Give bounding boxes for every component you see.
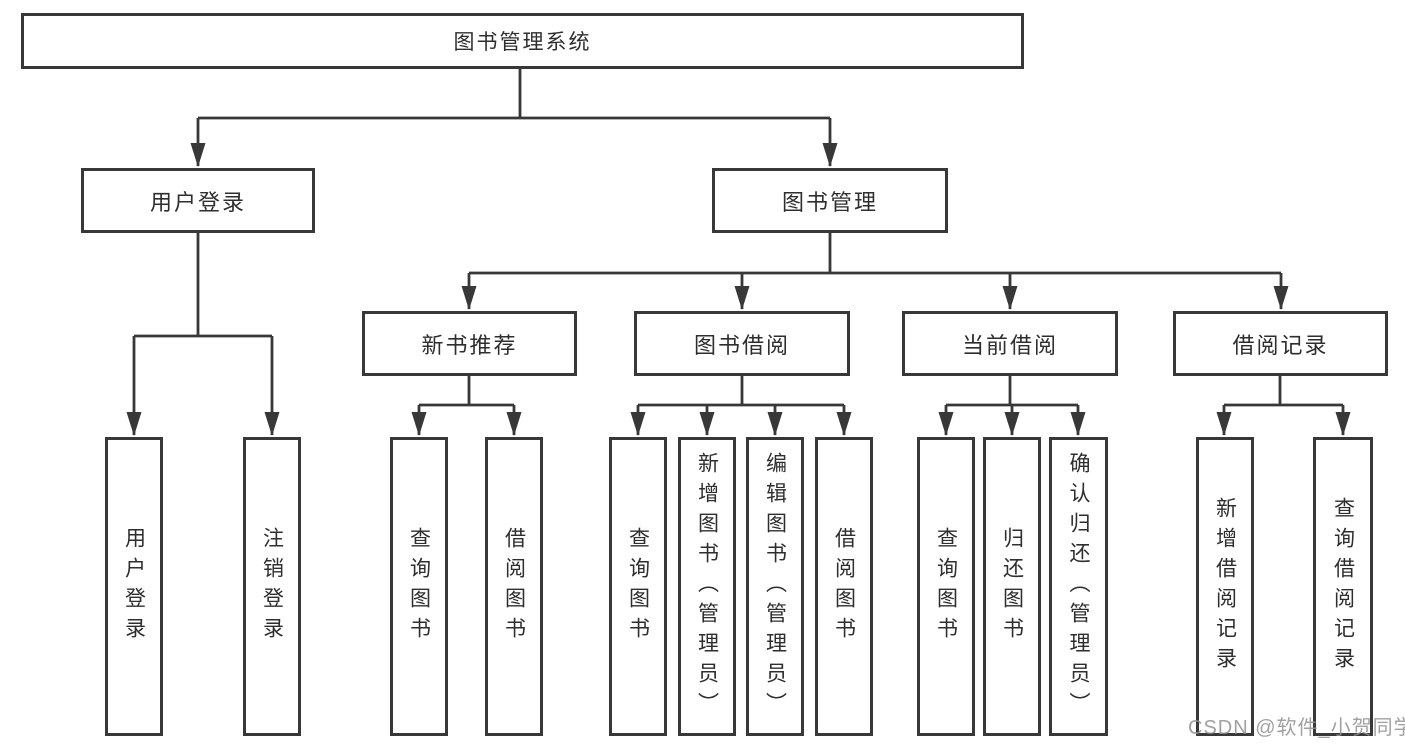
leaf-query-books-borrow-label: 查询图书 [626, 526, 650, 647]
node-book-management: 图书管理 [712, 168, 948, 233]
leaf-query-books-current-label: 查询图书 [934, 526, 958, 647]
csdn-watermark: CSDN @软件_小贺同学 [1188, 717, 1405, 739]
connector-root [198, 69, 830, 120]
leaf-add-book-admin-label: 新增图书（管理员） [695, 451, 719, 722]
connector-new-book [419, 376, 514, 407]
node-borrow-records: 借阅记录 [1173, 311, 1388, 376]
leaf-add-borrow-record-label: 新增借阅记录 [1213, 496, 1237, 677]
leaf-borrow-books-recommend: 借阅图书 [485, 437, 543, 736]
leaf-user-login-label: 用户登录 [122, 526, 146, 647]
leaf-query-books-current: 查询图书 [917, 437, 975, 736]
leaf-query-books-recommend-label: 查询图书 [407, 526, 431, 647]
leaf-query-borrow-record: 查询借阅记录 [1313, 437, 1373, 736]
node-book-borrow: 图书借阅 [634, 311, 850, 376]
node-library-system: 图书管理系统 [21, 13, 1024, 69]
leaf-return-book-label: 归还图书 [1000, 526, 1024, 647]
leaf-borrow-books-label: 借阅图书 [832, 526, 856, 647]
connector-book-management [469, 233, 1281, 275]
leaf-edit-book-admin: 编辑图书（管理员） [746, 437, 804, 736]
leaf-confirm-return-admin: 确认归还（管理员） [1049, 437, 1108, 736]
connector-book-borrow [638, 376, 844, 407]
node-new-book-recommend: 新书推荐 [362, 311, 577, 376]
leaf-borrow-books-recommend-label: 借阅图书 [502, 526, 526, 647]
connector-borrow-records [1224, 376, 1343, 407]
leaf-query-books-recommend: 查询图书 [390, 437, 448, 736]
leaf-user-login: 用户登录 [105, 437, 163, 736]
leaf-query-books-borrow: 查询图书 [609, 437, 667, 736]
leaf-add-book-admin: 新增图书（管理员） [678, 437, 736, 736]
leaf-return-book: 归还图书 [983, 437, 1041, 736]
leaf-borrow-books: 借阅图书 [815, 437, 873, 736]
leaf-confirm-return-admin-label: 确认归还（管理员） [1067, 451, 1090, 722]
connector-user-login [134, 233, 272, 338]
leaf-query-borrow-record-label: 查询借阅记录 [1331, 496, 1355, 677]
leaf-logout-label: 注销登录 [260, 526, 284, 647]
leaf-edit-book-admin-label: 编辑图书（管理员） [763, 451, 787, 722]
leaf-logout: 注销登录 [243, 437, 301, 736]
connector-current-borrow [946, 376, 1078, 407]
node-user-login: 用户登录 [81, 168, 315, 233]
node-current-borrow: 当前借阅 [902, 311, 1118, 376]
leaf-add-borrow-record: 新增借阅记录 [1196, 437, 1254, 736]
